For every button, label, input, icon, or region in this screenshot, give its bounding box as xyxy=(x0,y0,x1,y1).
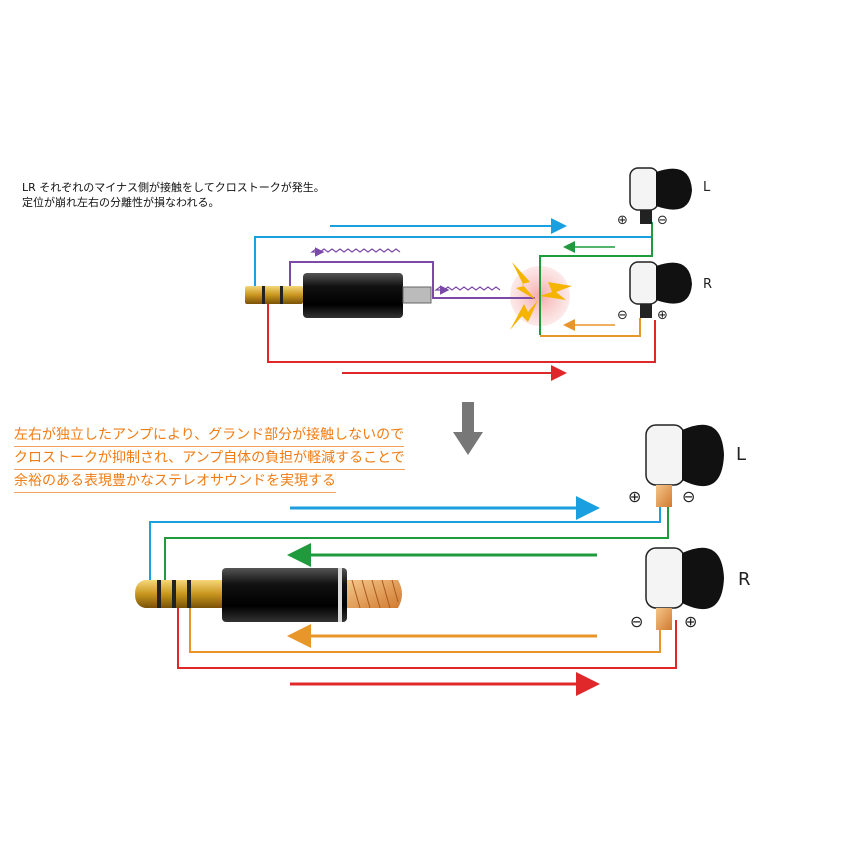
down-arrow-icon xyxy=(453,402,483,455)
plus-icon: ⊕ xyxy=(617,213,628,228)
plus-icon: ⊕ xyxy=(684,612,698,631)
top-caption-line: LR それぞれのマイナス側が接触をしてクロストークが発生。 xyxy=(22,181,325,194)
plus-icon: ⊕ xyxy=(657,308,668,323)
minus-icon: ⊖ xyxy=(657,213,668,228)
bottom-caption: 左右が独立したアンプにより、グランド部分が接触しないので クロストークが抑制され… xyxy=(14,424,405,493)
orange-wire xyxy=(540,318,641,337)
top-caption: LR それぞれのマイナス側が接触をしてクロストークが発生。 定位が崩れ左右の分離… xyxy=(22,180,325,210)
4-pole-plug xyxy=(135,568,402,622)
left-earphone xyxy=(629,167,692,224)
orange-wire xyxy=(189,600,661,653)
green-wire xyxy=(164,505,669,585)
bottom-caption-line: 余裕のある表現豊かなステレオサウンドを実現する xyxy=(14,470,336,493)
blue-wire xyxy=(149,505,661,582)
right-label: R xyxy=(738,569,751,590)
purple-wire xyxy=(289,261,535,300)
bottom-diagram xyxy=(135,424,724,696)
bottom-caption-line: クロストークが抑制され、アンプ自体の負担が軽減することで xyxy=(14,447,405,470)
minus-icon: ⊖ xyxy=(630,612,644,631)
3-pole-plug xyxy=(245,273,432,318)
lightning-icon xyxy=(510,262,572,330)
green-wire xyxy=(539,222,653,335)
minus-icon: ⊖ xyxy=(617,308,628,323)
plus-icon: ⊕ xyxy=(628,487,642,506)
left-label: L xyxy=(703,180,711,195)
right-label: R xyxy=(703,277,713,292)
top-caption-line: 定位が崩れ左右の分離性が損なわれる。 xyxy=(22,196,220,209)
minus-icon: ⊖ xyxy=(682,487,696,506)
left-earphone xyxy=(645,424,724,507)
right-earphone xyxy=(645,547,724,630)
top-diagram xyxy=(245,167,692,381)
left-label: L xyxy=(736,444,747,465)
purple-wavy-arrow xyxy=(434,285,501,295)
right-earphone xyxy=(629,261,692,318)
purple-wavy-arrow xyxy=(310,247,401,257)
red-wire xyxy=(177,600,677,669)
bottom-caption-line: 左右が独立したアンプにより、グランド部分が接触しないので xyxy=(14,424,405,447)
red-wire xyxy=(267,300,656,363)
